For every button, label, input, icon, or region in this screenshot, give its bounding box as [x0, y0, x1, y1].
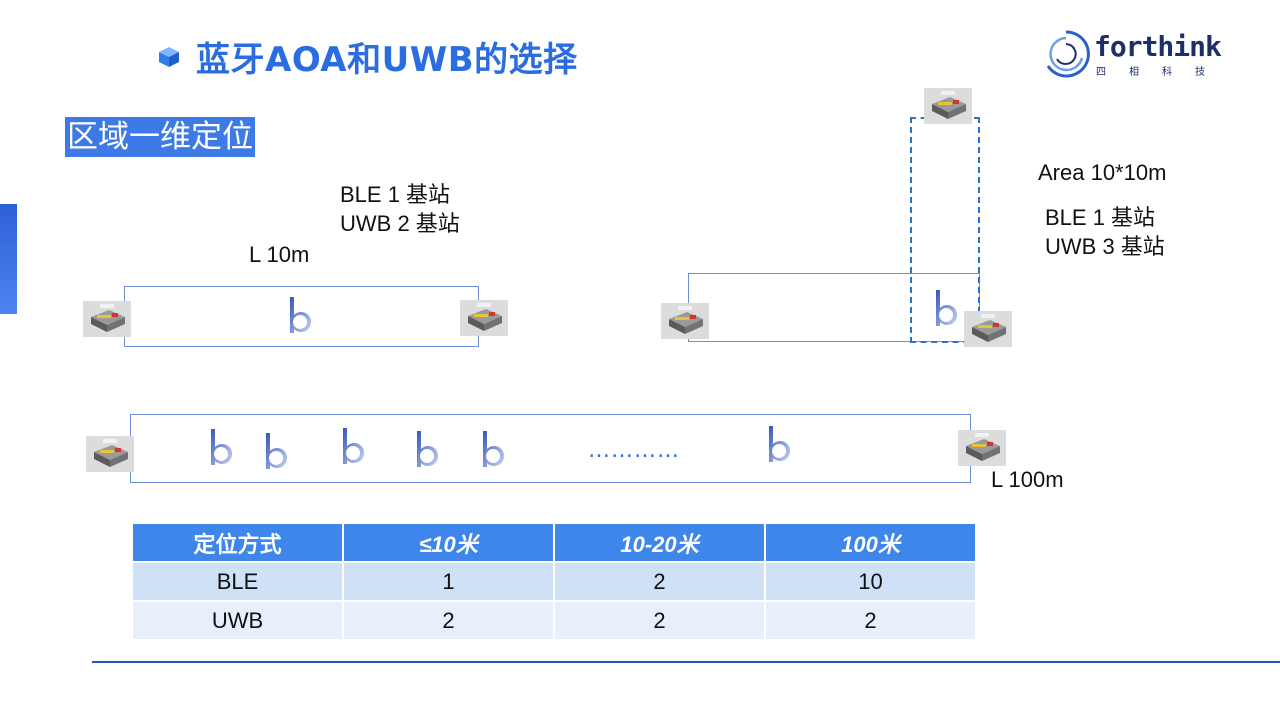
footer-divider — [92, 661, 1280, 663]
table-cell: 2 — [555, 602, 764, 639]
base-station-icon — [83, 301, 131, 337]
length-label: L 10m — [249, 242, 310, 267]
ble-count-label: BLE 1 基站 — [340, 182, 451, 207]
tag-icon — [284, 295, 318, 339]
uwb-count-label: UWB 2 基站 — [340, 211, 460, 236]
logo-subtitle: 四相科技 — [1096, 67, 1228, 78]
tag-icon — [763, 424, 797, 468]
table-cell: 2 — [555, 563, 764, 602]
area-uwb-label: UWB 3 基站 — [1045, 234, 1165, 259]
table-cell: 2 — [766, 602, 975, 639]
logo-wordmark: forthink — [1094, 30, 1222, 63]
table-header: 10-20米 — [555, 524, 764, 563]
table-header: 100米 — [766, 524, 975, 563]
table-cell: 1 — [344, 563, 553, 602]
table-header: ≤10米 — [344, 524, 553, 563]
base-station-icon — [924, 88, 972, 124]
base-station-icon — [460, 300, 508, 336]
base-station-icon — [958, 430, 1006, 466]
table-header-row: 定位方式 ≤10米 10-20米 100米 — [133, 524, 975, 563]
cube-icon — [158, 46, 180, 68]
area-label: Area 10*10m — [1038, 160, 1167, 185]
tag-icon — [411, 429, 445, 473]
tag-icon — [260, 431, 294, 475]
side-accent-bar — [0, 204, 17, 314]
base-station-icon — [86, 436, 134, 472]
table-cell: 10 — [766, 563, 975, 602]
corridor-100m — [130, 414, 971, 483]
area-ble-label: BLE 1 基站 — [1045, 205, 1156, 230]
tag-icon — [477, 429, 511, 473]
ellipsis: ………… — [588, 438, 680, 463]
forthink-logo — [1040, 28, 1215, 80]
table-row: BLE 1 2 10 — [133, 563, 975, 602]
comparison-table: 定位方式 ≤10米 10-20米 100米 BLE 1 2 10 UWB 2 2… — [131, 524, 977, 639]
length-100m-label: L 100m — [991, 467, 1064, 492]
base-station-icon — [661, 303, 709, 339]
tag-icon — [205, 427, 239, 471]
tag-icon — [337, 426, 371, 470]
table-cell: BLE — [133, 563, 342, 602]
section-heading: 区域一维定位 — [65, 117, 255, 157]
base-station-icon — [964, 311, 1012, 347]
page-title: 蓝牙AOA和UWB的选择 — [196, 40, 578, 80]
table-cell: UWB — [133, 602, 342, 639]
table-cell: 2 — [344, 602, 553, 639]
table-header: 定位方式 — [133, 524, 342, 563]
tag-icon — [930, 288, 964, 332]
table-row: UWB 2 2 2 — [133, 602, 975, 639]
